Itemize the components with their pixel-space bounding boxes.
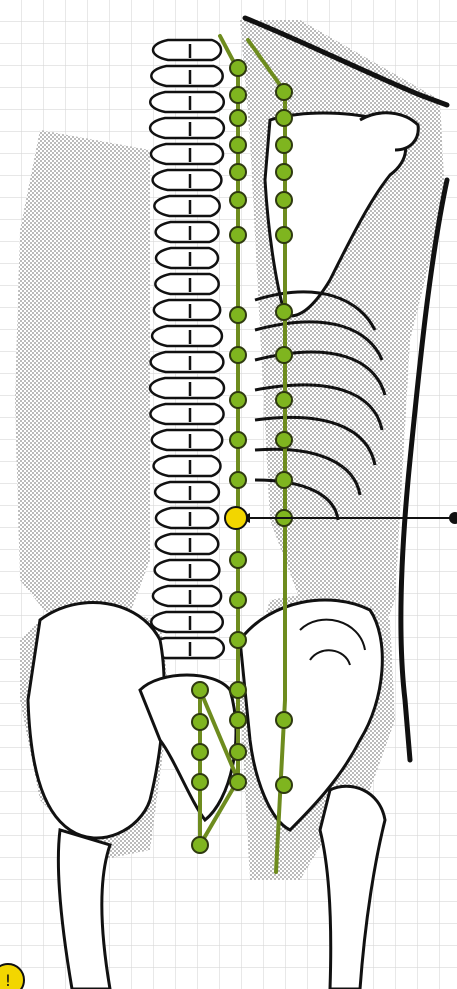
medial-node[interactable] (230, 347, 246, 363)
medial-node[interactable] (230, 552, 246, 568)
vertebra (151, 352, 224, 372)
medial-node[interactable] (230, 307, 246, 323)
lateral-node[interactable] (276, 432, 292, 448)
lateral-node[interactable] (276, 392, 292, 408)
sacral-node[interactable] (192, 714, 208, 730)
vertebra (150, 92, 224, 112)
vertebra (155, 560, 220, 580)
lateral-node[interactable] (276, 712, 292, 728)
medial-node[interactable] (230, 227, 246, 243)
vertebra (152, 326, 222, 346)
vertebra (151, 66, 222, 86)
vertebra (151, 144, 223, 164)
vertebra (151, 612, 223, 632)
svg-text:!: ! (5, 971, 11, 989)
lateral-node[interactable] (276, 777, 292, 793)
lateral-node[interactable] (276, 164, 292, 180)
medial-node[interactable] (230, 632, 246, 648)
medial-node[interactable] (230, 682, 246, 698)
vertebra (156, 248, 218, 268)
sacral-node[interactable] (192, 774, 208, 790)
medial-node[interactable] (230, 192, 246, 208)
vertebra (154, 196, 219, 216)
medial-node[interactable] (230, 137, 246, 153)
vertebra (154, 456, 221, 476)
sacral-node[interactable] (192, 744, 208, 760)
vertebra (150, 118, 224, 138)
medial-node[interactable] (230, 60, 246, 76)
medial-node[interactable] (230, 164, 246, 180)
highlight-node[interactable] (225, 507, 247, 529)
vertebra (152, 430, 222, 450)
medial-node[interactable] (230, 774, 246, 790)
sacral-node[interactable] (192, 837, 208, 853)
vertebra (153, 170, 222, 190)
lateral-node[interactable] (276, 84, 292, 100)
lateral-node[interactable] (276, 347, 292, 363)
vertebra (150, 404, 223, 424)
vertebra (153, 586, 221, 606)
vertebra (153, 40, 221, 60)
medial-node[interactable] (230, 87, 246, 103)
medial-node[interactable] (230, 712, 246, 728)
medial-node[interactable] (230, 110, 246, 126)
vertebra (155, 482, 219, 502)
sacral-node[interactable] (192, 682, 208, 698)
medial-node[interactable] (230, 392, 246, 408)
lateral-node[interactable] (276, 192, 292, 208)
medial-node[interactable] (230, 592, 246, 608)
lateral-node[interactable] (276, 227, 292, 243)
lateral-node[interactable] (276, 472, 292, 488)
vertebra (154, 300, 220, 320)
lateral-node[interactable] (276, 110, 292, 126)
vertebra (150, 378, 224, 398)
vertebra (156, 534, 218, 554)
lateral-node[interactable] (276, 137, 292, 153)
vertebra (155, 274, 218, 294)
medial-node[interactable] (230, 432, 246, 448)
lateral-node[interactable] (276, 304, 292, 320)
vertebra (156, 222, 219, 242)
medial-node[interactable] (230, 472, 246, 488)
vertebra (156, 508, 218, 528)
medial-node[interactable] (230, 744, 246, 760)
